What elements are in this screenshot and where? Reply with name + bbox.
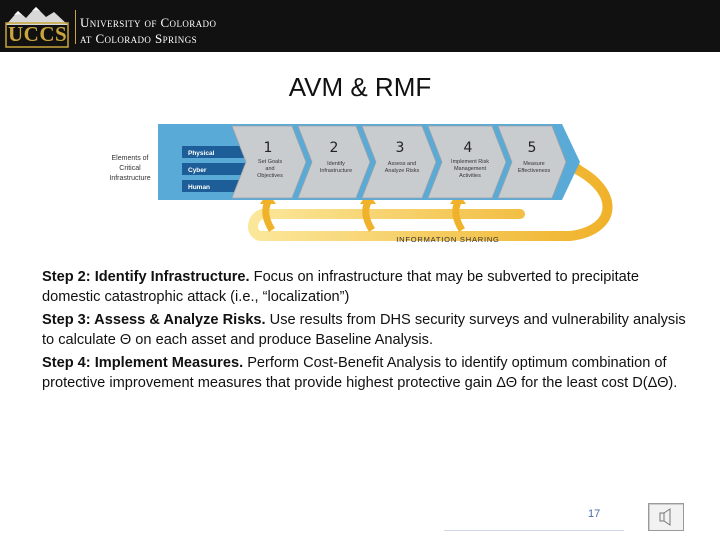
step-number: 4 [464, 140, 473, 156]
speaker-icon [659, 508, 671, 526]
step-number: 1 [264, 140, 273, 156]
step-text: Objectives [257, 173, 283, 179]
slide-title: AVM & RMF [288, 72, 432, 102]
university-name: University of Colorado [80, 15, 217, 30]
step-text: Activities [459, 173, 481, 179]
sound-button[interactable] [648, 503, 684, 531]
element-box [182, 180, 246, 192]
step4-label: Step 4: Implement Measures. [42, 355, 244, 371]
step2-paragraph: Step 2: Identify Infrastructure. Focus o… [42, 267, 692, 307]
up-arrow-icon [452, 200, 466, 232]
step4-paragraph: Step 4: Implement Measures. Perform Cost… [42, 353, 692, 393]
feedback-loop-arrow [248, 161, 613, 241]
step-text: Infrastructure [320, 168, 352, 174]
step-chevron [497, 125, 567, 199]
step3-paragraph: Step 3: Assess & Analyze Risks. Use resu… [42, 310, 692, 350]
header-divider [75, 10, 76, 44]
logo-text: UCCS [8, 22, 68, 46]
step-text: Effectiveness [518, 168, 551, 174]
university-campus: at Colorado Springs [80, 31, 198, 46]
up-arrow-icon [262, 200, 276, 232]
element-box [182, 146, 246, 158]
element-box [182, 163, 246, 175]
step2-label: Step 2: Identify Infrastructure. [42, 269, 250, 285]
step2-text: Focus on infrastructure that may be subv… [42, 269, 639, 305]
step-text: Identify [327, 161, 345, 167]
step-chevron [231, 125, 307, 199]
step-number: 3 [396, 140, 405, 156]
footer-rule [444, 530, 624, 531]
element-label: Cyber [188, 167, 207, 174]
step3-text: Use results from DHS security surveys an… [42, 312, 686, 348]
avm-rmf-diagram: Physical Cyber Human Elements of Critica… [109, 124, 613, 244]
step-chevron [427, 125, 507, 199]
mountain-logo-icon [4, 3, 70, 49]
step-text: Analyze Risks [385, 168, 420, 174]
step-chevron [361, 125, 437, 199]
step-text: Assess and [388, 161, 416, 167]
step-number: 5 [528, 140, 537, 156]
elements-label: Critical [119, 165, 141, 172]
step-text: Measure [523, 161, 544, 167]
header-banner: UCCS University of Colorado at Colorado … [0, 0, 720, 52]
info-sharing-label: INFORMATION SHARING [396, 235, 499, 244]
step-text: Set Goals [258, 159, 282, 165]
step-text: Implement Risk [451, 159, 489, 165]
step-number: 2 [330, 140, 339, 156]
slide-body: Step 2: Identify Infrastructure. Focus o… [42, 267, 692, 396]
step4-text: Perform Cost-Benefit Analysis to identif… [42, 355, 678, 391]
elements-label: Infrastructure [109, 175, 150, 182]
step3-label: Step 3: Assess & Analyze Risks. [42, 312, 266, 328]
element-label: Human [188, 184, 210, 191]
elements-label: Elements of [112, 155, 149, 162]
step-text: and [265, 166, 274, 172]
up-arrow-icon [362, 200, 376, 232]
page-number: 17 [588, 508, 601, 520]
step-text: Management [454, 166, 487, 172]
element-label: Physical [188, 150, 215, 157]
step-chevron [297, 125, 371, 199]
